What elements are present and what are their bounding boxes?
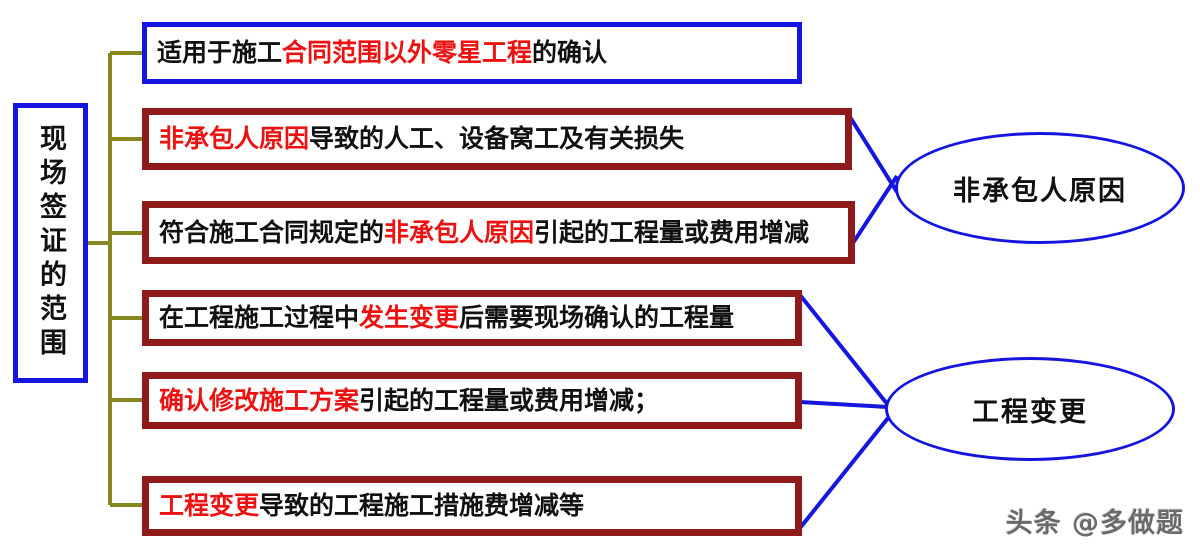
item-4-seg-1: 发生变更 <box>359 303 460 333</box>
item-box-3-text: 符合施工合同规定的非承包人原因引起的工程量或费用增减 <box>149 219 809 247</box>
root-node[interactable]: 现场签证的范围 <box>13 103 88 383</box>
blue-connector-group <box>798 115 899 530</box>
item-6-seg-0: 工程变更 <box>159 491 260 521</box>
item-box-2-text: 非承包人原因导致的人工、设备窝工及有关损失 <box>149 125 684 153</box>
item-2-seg-1: 导致的人工、设备窝工及有关损失 <box>309 124 685 154</box>
item-4-seg-0: 在工程施工过程中 <box>159 303 360 333</box>
watermark-text: 头条 @多做题 <box>1005 508 1184 539</box>
blue-link-item5-group2 <box>799 400 889 409</box>
item-3-seg-1: 非承包人原因 <box>384 217 535 247</box>
blue-link-item4-group2 <box>798 293 890 407</box>
blue-link-item2-group1 <box>848 115 899 194</box>
item-5-seg-1: 引起的工程量或费用增减； <box>359 385 660 415</box>
blue-link-item3-group1 <box>851 174 899 245</box>
item-3-seg-2: 引起的工程量或费用增减 <box>534 217 810 247</box>
item-2-seg-0: 非承包人原因 <box>159 124 310 154</box>
item-1-seg-0: 适用于施工 <box>157 38 283 68</box>
item-1-seg-1: 合同范围以外零星工程 <box>282 38 533 68</box>
item-box-6[interactable]: 工程变更导致的工程施工措施费增减等 <box>142 476 802 536</box>
item-box-5-text: 确认修改施工方案引起的工程量或费用增减； <box>149 387 659 415</box>
item-box-4[interactable]: 在工程施工过程中发生变更后需要现场确认的工程量 <box>142 290 802 346</box>
item-5-seg-0: 确认修改施工方案 <box>159 385 360 415</box>
item-3-seg-0: 符合施工合同规定的 <box>159 217 385 247</box>
item-box-6-text: 工程变更导致的工程施工措施费增减等 <box>149 492 584 520</box>
item-box-1[interactable]: 适用于施工合同范围以外零星工程的确认 <box>142 22 802 84</box>
group-ellipse-1[interactable]: 非承包人原因 <box>895 132 1185 244</box>
item-1-seg-2: 的确认 <box>532 38 608 68</box>
item-4-seg-2: 后需要现场确认的工程量 <box>459 303 735 333</box>
blue-link-item6-group2 <box>798 416 890 530</box>
item-box-2[interactable]: 非承包人原因导致的人工、设备窝工及有关损失 <box>142 108 852 170</box>
item-box-1-text: 适用于施工合同范围以外零星工程的确认 <box>147 39 607 67</box>
item-box-4-text: 在工程施工过程中发生变更后需要现场确认的工程量 <box>149 304 734 332</box>
group-ellipse-2[interactable]: 工程变更 <box>885 357 1175 461</box>
root-node-label: 现场签证的范围 <box>35 124 66 362</box>
olive-connector-group <box>88 51 142 507</box>
item-box-3[interactable]: 符合施工合同规定的非承包人原因引起的工程量或费用增减 <box>142 201 855 264</box>
item-box-5[interactable]: 确认修改施工方案引起的工程量或费用增减； <box>142 372 802 429</box>
item-6-seg-1: 导致的工程施工措施费增减等 <box>259 491 585 521</box>
group-ellipse-1-label: 非承包人原因 <box>953 175 1127 207</box>
group-ellipse-2-label: 工程变更 <box>972 396 1088 428</box>
